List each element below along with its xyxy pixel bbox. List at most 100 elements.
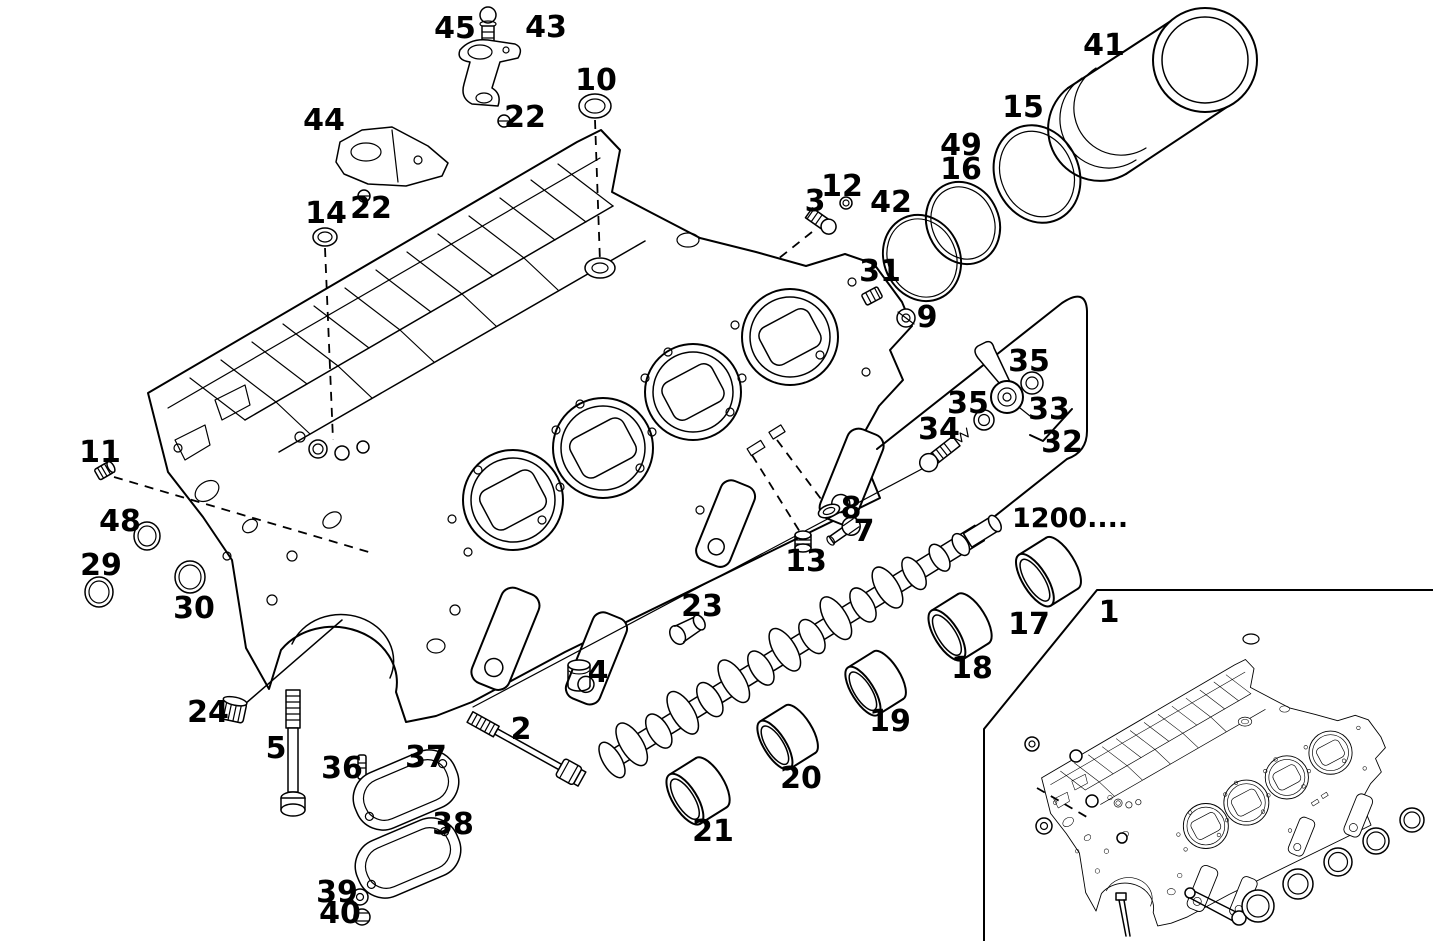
pin-36: [357, 754, 367, 780]
callout-16: 16: [940, 152, 982, 187]
callout-labels: 45 43 22 10 44 22 14 41 15 49 16 42 3 12…: [79, 10, 1128, 931]
callout-45: 45: [434, 11, 476, 46]
callout-9: 9: [917, 300, 938, 335]
callout-22-upper: 22: [504, 100, 546, 135]
callout-24: 24: [187, 695, 229, 730]
o-ring-16-49: [924, 180, 1002, 266]
inset-border: [983, 589, 1433, 941]
callout-15: 15: [1002, 90, 1044, 125]
camshaft-bushing-17: [1015, 536, 1082, 608]
callout-2: 2: [511, 712, 532, 747]
callout-40: 40: [319, 896, 361, 931]
leader-11: [113, 476, 373, 554]
leader-lines: [113, 119, 936, 708]
tappet-4: [567, 659, 591, 692]
callout-31: 31: [859, 254, 901, 289]
callout-14: 14: [305, 196, 347, 231]
o-ring-15: [992, 124, 1082, 224]
callout-34: 34: [918, 412, 960, 447]
block-rib-band: [167, 157, 646, 453]
callout-18: 18: [951, 651, 993, 686]
bracket-line-32: [1029, 408, 1073, 442]
leader-24: [244, 619, 343, 705]
callout-42: 42: [870, 185, 912, 220]
callout-23: 23: [681, 589, 723, 624]
callout-11: 11: [79, 435, 121, 470]
inset-panel: [983, 589, 1433, 941]
leader-8: [776, 439, 825, 504]
plug-3: [804, 207, 837, 235]
seal-ring-10: [578, 93, 612, 119]
lever-33: [974, 340, 1031, 417]
leader-3: [777, 231, 813, 260]
callout-19: 19: [869, 704, 911, 739]
callout-3: 3: [805, 184, 826, 219]
callout-22-lower: 22: [350, 191, 392, 226]
nut-40: [353, 908, 371, 926]
bolt-7: [826, 516, 861, 546]
callout-49: 49: [940, 128, 982, 163]
callout-4: 4: [588, 655, 609, 690]
bracket-43: [458, 38, 522, 107]
inset-small-parts: [1024, 633, 1425, 937]
nut-22-lower: [357, 189, 371, 203]
plug-13: [794, 530, 812, 553]
bolt-2: [466, 711, 587, 787]
callout-35-lower: 35: [947, 386, 989, 421]
washer-9: [896, 308, 916, 328]
callout-8: 8: [841, 491, 862, 526]
plug-24: [218, 695, 248, 724]
callout-32: 32: [1041, 425, 1083, 460]
callout-39: 39: [316, 875, 358, 910]
nut-22-upper: [497, 114, 511, 128]
camshaft: [598, 514, 1002, 779]
seal-ring-14: [312, 227, 338, 247]
callout-20: 20: [780, 761, 822, 796]
callout-35-upper: 35: [1008, 344, 1050, 379]
engine-block-drawing: [147, 129, 913, 723]
callout-13: 13: [785, 544, 827, 579]
stud-bolt-5: [280, 689, 306, 817]
cylinder-bore: [644, 343, 742, 441]
callout-7: 7: [854, 514, 875, 549]
cylinder-bore: [741, 288, 839, 386]
clip-8: [817, 503, 841, 519]
camshaft-bushing-21: [665, 756, 731, 826]
leader-13: [751, 454, 801, 533]
bracket-44: [335, 126, 449, 187]
block-top-fittings: [294, 232, 786, 461]
callout-21: 21: [692, 814, 734, 849]
valve-23: [668, 614, 706, 646]
cylinder-bore: [552, 397, 654, 499]
o-ring-35-lower: [973, 409, 995, 431]
leader-14: [324, 247, 334, 441]
leader-bolt-2-axis: [472, 461, 936, 708]
camshaft-bushing-18: [927, 592, 993, 662]
nozzle-group-boundary: [876, 295, 1088, 525]
callout-41: 41: [1083, 28, 1125, 63]
callout-38: 38: [432, 807, 474, 842]
front-face-details: [173, 384, 461, 679]
seal-cap-30: [174, 560, 206, 594]
callout-37: 37: [405, 740, 447, 775]
leader-10: [594, 119, 601, 263]
callout-12: 12: [821, 169, 863, 204]
plug-11: [94, 460, 116, 481]
callout-43: 43: [525, 10, 567, 45]
callout-44: 44: [303, 103, 345, 138]
camshaft-bushing-19: [844, 649, 907, 717]
cylinder-liner-41: [1047, 7, 1258, 182]
callout-5: 5: [266, 731, 287, 766]
callout-1: 1: [1099, 595, 1120, 630]
seal-cap-29: [84, 576, 114, 608]
callout-36: 36: [321, 751, 363, 786]
cylinder-bores: [462, 288, 839, 551]
callout-30: 30: [173, 591, 215, 626]
gasket-38: [354, 817, 462, 899]
plug-31: [861, 286, 883, 306]
o-ring-42: [881, 213, 963, 303]
callout-29: 29: [80, 548, 122, 583]
seal-cap-48: [133, 521, 161, 551]
